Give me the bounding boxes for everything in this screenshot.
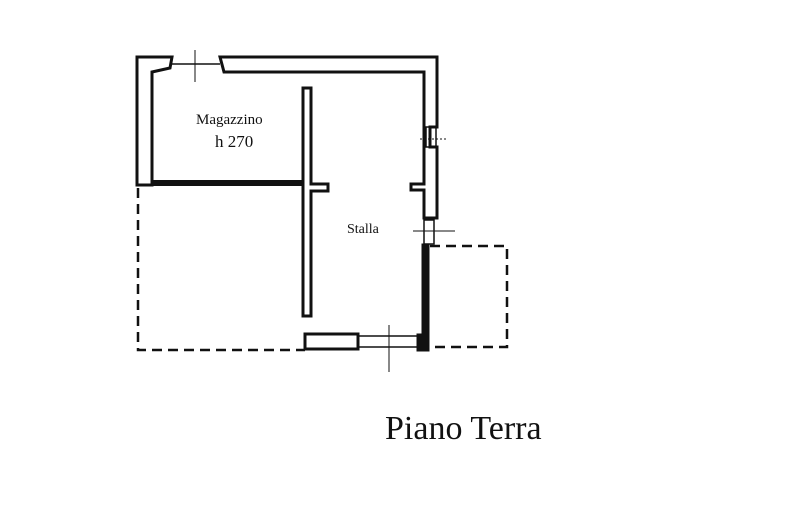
room-label-stalla: Stalla	[347, 222, 380, 237]
wall-magazzino-bottom	[152, 180, 303, 186]
plan-title: Piano Terra	[385, 410, 542, 447]
window-right-lower	[423, 219, 435, 245]
wall-partition	[301, 86, 330, 318]
room-height-magazzino: h 270	[215, 132, 253, 151]
openings	[172, 50, 455, 372]
dashed-boundaries	[136, 188, 509, 352]
wall-right-lower	[416, 243, 430, 352]
wall-top-left	[135, 55, 174, 187]
boundary-annex	[428, 244, 509, 349]
walls	[135, 55, 439, 352]
wall-bottom	[303, 332, 360, 351]
window-bottom	[357, 335, 419, 348]
room-label-magazzino: Magazzino	[196, 112, 263, 128]
window-right	[425, 126, 437, 148]
boundary-left	[136, 188, 305, 352]
